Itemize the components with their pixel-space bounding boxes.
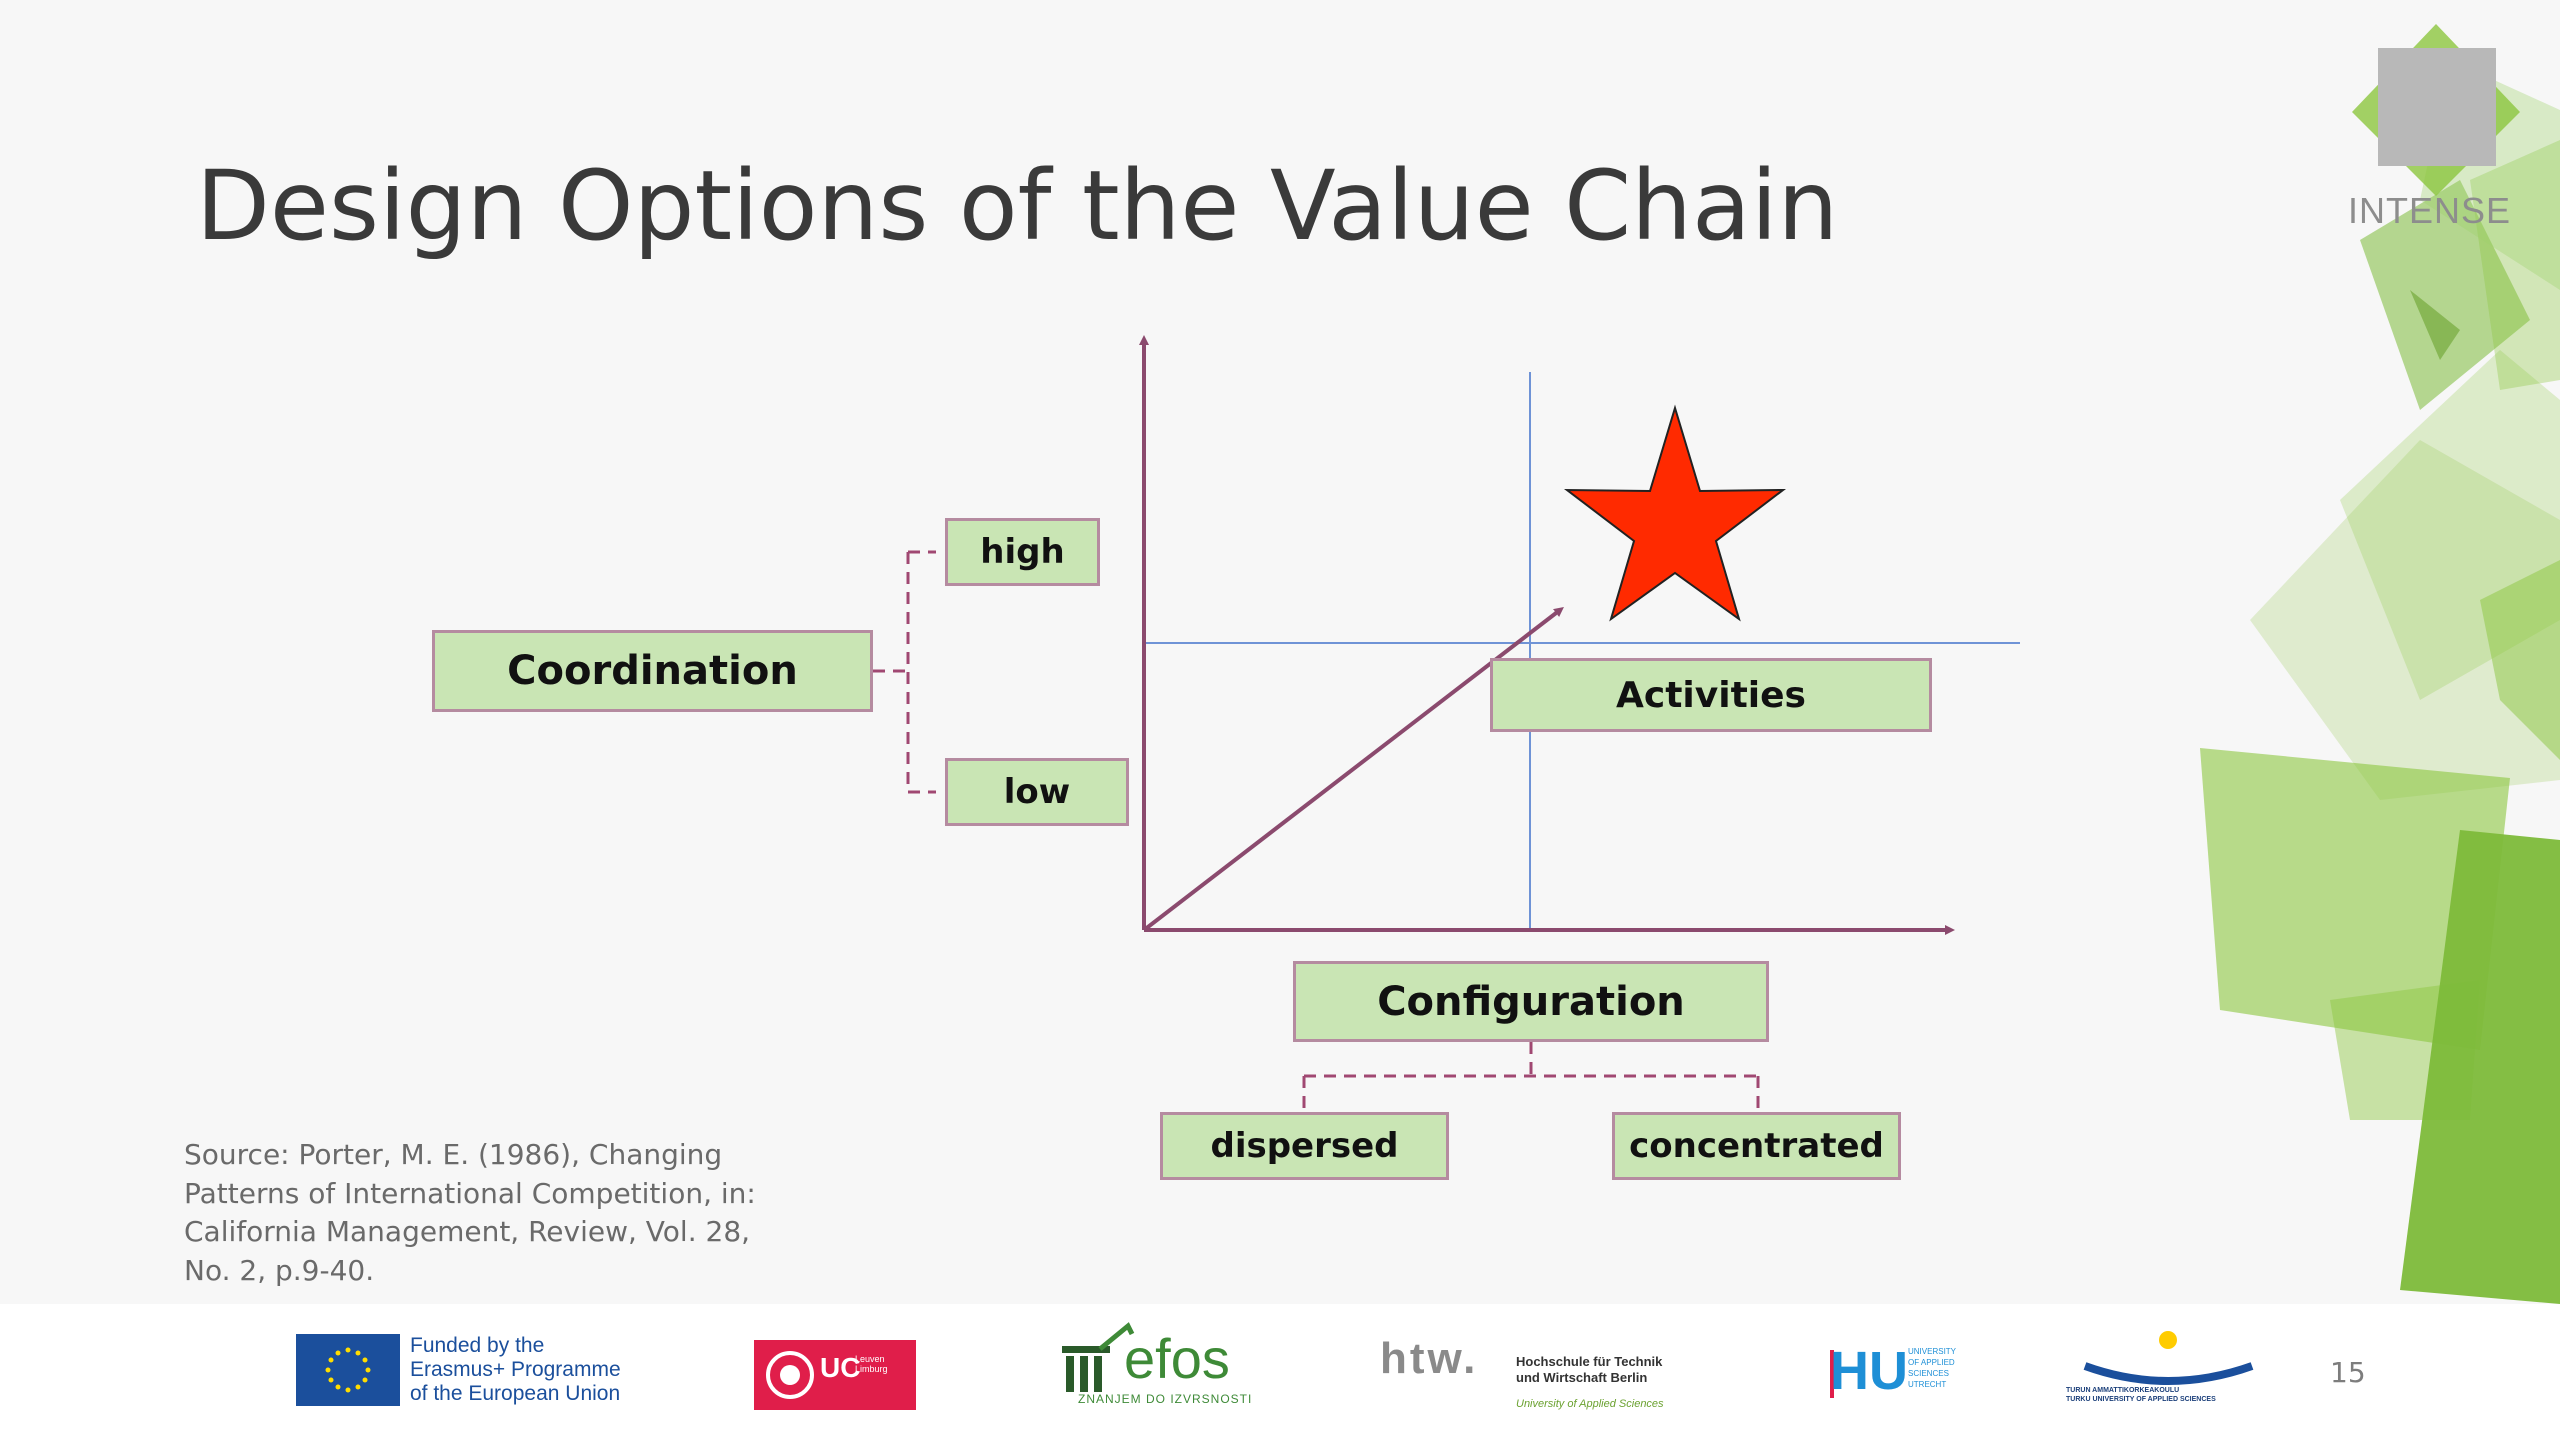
htw-name-line: Hochschule für Technik [1516,1354,1663,1369]
uc-sub-line: Leuven [855,1354,885,1364]
htw-name-line: und Wirtschaft Berlin [1516,1370,1648,1385]
hu-accent-bar [1830,1350,1834,1398]
eu-text-line: Funded by the [410,1334,545,1357]
slide: INTENSE Design Options of the Value Chai… [184,24,2560,1304]
intense-logo-mark [2352,24,2520,196]
turku-line: TURUN AMMATTIKORKEAKOULU [2066,1387,2180,1394]
coordination-bracket [873,550,936,794]
source-citation: Source: Porter, M. E. (1986), Changing P… [184,1138,756,1287]
page-number: 15 [2330,1356,2366,1389]
coordination-box: Coordination [432,630,873,712]
eu-flag-icon [296,1334,400,1406]
efos-tagline: ZNANJEM DO IZVRSNOSTI [1078,1392,1253,1406]
footer-logos-bar: Funded by the Erasmus+ Programme of the … [0,1304,2560,1440]
uc-logo-text: UC [820,1352,861,1383]
turku-sun-icon [2159,1331,2177,1349]
slide-title: Design Options of the Value Chain [196,150,1839,262]
htw-name-text: Hochschule für Technik und Wirtschaft Be… [1516,1354,1662,1386]
efos-logo-text: efos [1124,1327,1230,1390]
decorative-green-shapes [2200,60,2560,1304]
turku-swoosh-icon [2083,1362,2254,1385]
coordination-low-box: low [945,758,1129,826]
hu-sub-line: OF APPLIED [1908,1358,1955,1367]
hu-sub-line: UTRECHT [1908,1380,1947,1389]
turku-logo-text: TURUN AMMATTIKORKEAKOULU TURKU UNIVERSIT… [2066,1386,2216,1404]
uc-logo-ring-icon [766,1351,814,1399]
hu-sub-line: UNIVERSITY [1908,1347,1957,1356]
intense-logo-text: INTENSE [2348,190,2512,231]
turku-line: TURKU UNIVERSITY OF APPLIED SCIENCES [2066,1396,2216,1403]
footer-logo-graphics [296,1322,2254,1410]
configuration-bracket [1302,1042,1760,1110]
value-chain-diagram [873,335,2020,1110]
configuration-box: Configuration [1293,961,1769,1042]
efos-columns-icon [1062,1346,1110,1392]
eu-funding-text: Funded by the Erasmus+ Programme of the … [410,1334,621,1406]
configuration-dispersed-box: dispersed [1160,1112,1449,1180]
eu-text-line: Erasmus+ Programme [410,1358,621,1381]
htw-subtitle: University of Applied Sciences [1516,1398,1664,1410]
hu-logo-text: HU [1830,1341,1908,1401]
uc-sub-line: Limburg [855,1364,888,1374]
star-icon [1563,404,1787,622]
htw-logo-text: htw. [1380,1334,1479,1383]
hu-logo-subtext: UNIVERSITY OF APPLIED SCIENCES UTRECHT [1908,1346,1956,1390]
uc-logo-subtext: Leuven Limburg [855,1354,888,1374]
hu-sub-line: SCIENCES [1908,1369,1949,1378]
eu-stars-icon [325,1347,371,1393]
activities-box: Activities [1490,658,1932,732]
configuration-concentrated-box: concentrated [1612,1112,1901,1180]
coordination-high-box: high [945,518,1100,586]
eu-text-line: of the European Union [410,1382,621,1405]
